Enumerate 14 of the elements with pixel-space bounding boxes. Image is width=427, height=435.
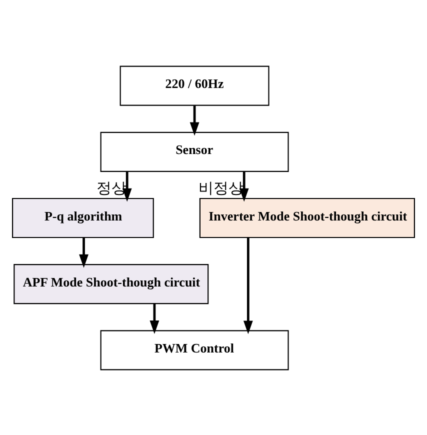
- node-box: 220 / 60Hz: [120, 65, 270, 106]
- arrow: [122, 171, 132, 202]
- node-box: Sensor: [100, 131, 289, 172]
- node-box: Inverter Mode Shoot-though circuit: [199, 197, 415, 238]
- node-box: PWM Control: [100, 330, 289, 370]
- node-box: APF Mode Shoot-though circuit: [14, 264, 209, 304]
- arrow: [150, 303, 160, 334]
- node-box: P-q algorithm: [12, 197, 154, 238]
- arrow: [79, 237, 88, 268]
- arrow: [239, 171, 249, 202]
- arrow: [190, 105, 200, 136]
- arrow: [243, 237, 253, 334]
- edge-label: 비정상: [198, 179, 244, 196]
- edge-label: 정상: [96, 179, 126, 196]
